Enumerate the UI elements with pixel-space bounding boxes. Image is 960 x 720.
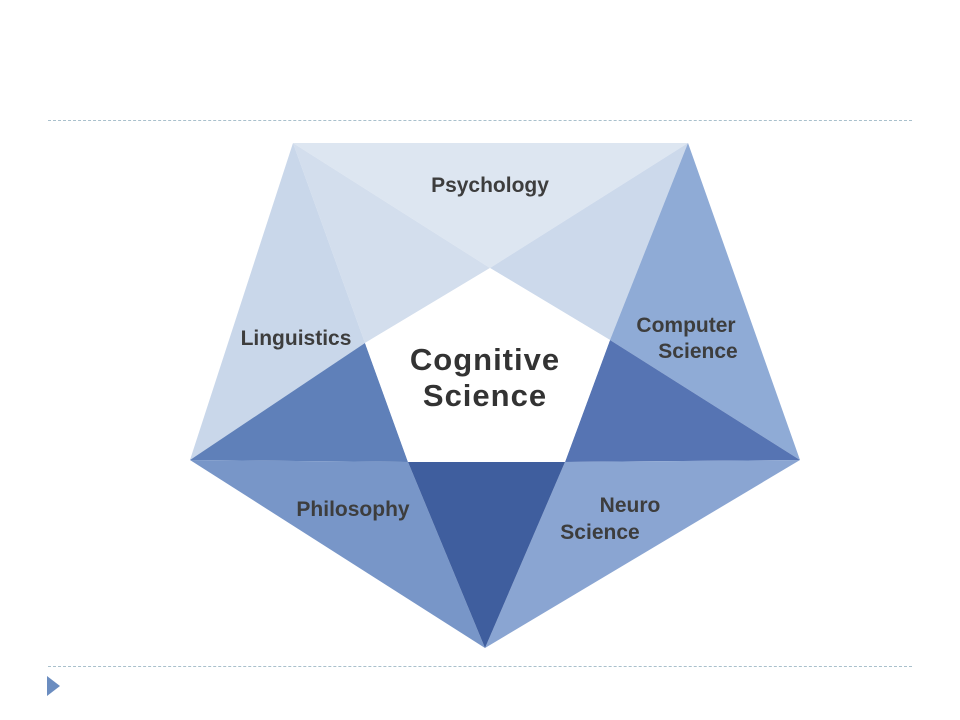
bottom-divider <box>48 666 912 667</box>
linguistics-facet-inner <box>190 343 408 462</box>
computer-science-label-line2: Science <box>658 340 737 363</box>
psychology-label: Psychology <box>431 174 549 197</box>
top-divider <box>48 120 912 121</box>
computer-science-label-line1: Computer <box>636 314 735 337</box>
center-pentagon <box>365 268 610 462</box>
psychology-facet-left <box>293 143 490 343</box>
bottom-center-facet <box>408 462 565 648</box>
psychology-facet-right <box>490 143 688 340</box>
slide-bullet-icon <box>47 676 60 696</box>
philosophy-facet <box>190 460 485 648</box>
neuro-science-label-line1: Neuro <box>600 494 661 517</box>
computer-science-facet-outer <box>610 143 800 460</box>
neuro-science-facet <box>485 460 800 648</box>
linguistics-label: Linguistics <box>241 327 352 350</box>
philosophy-label: Philosophy <box>296 498 409 521</box>
psychology-facet-top <box>293 143 688 268</box>
computer-science-facet-inner <box>565 340 800 462</box>
neuro-science-label-line2: Science <box>560 521 639 544</box>
center-label-line2: Science <box>423 378 547 413</box>
center-label-line1: Cognitive <box>410 342 560 377</box>
linguistics-facet-outer <box>190 143 365 460</box>
